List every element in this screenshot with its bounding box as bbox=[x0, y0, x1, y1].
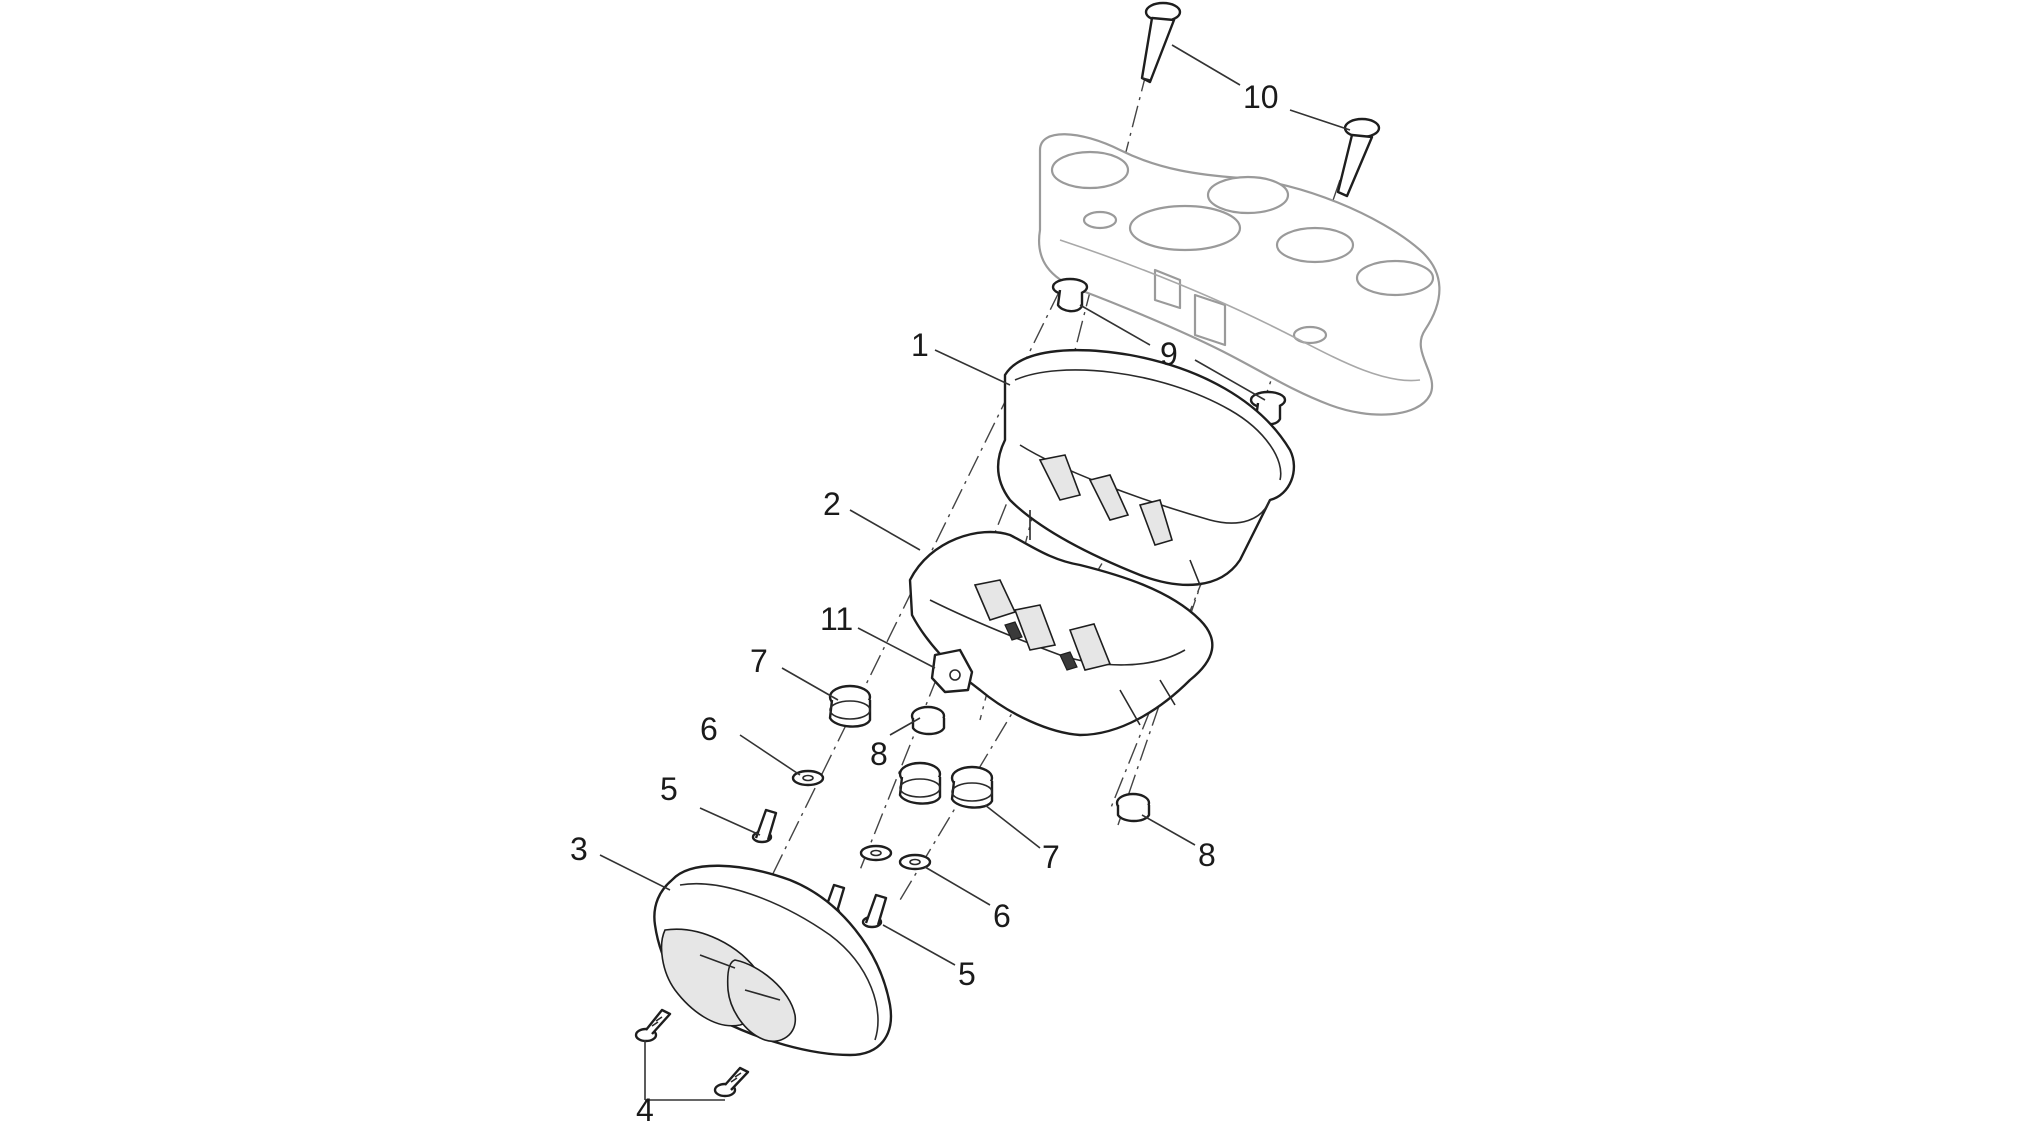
callout-5-right: 5 bbox=[958, 956, 976, 992]
part-7-grommet-left bbox=[828, 684, 872, 728]
callout-5-left: 5 bbox=[660, 771, 678, 807]
callout-7-right: 7 bbox=[1042, 839, 1060, 875]
part-6-washer-right bbox=[898, 853, 932, 871]
part-8-nut-right bbox=[1115, 792, 1151, 823]
callout-6-left: 6 bbox=[700, 711, 718, 747]
part-6-washer-mid bbox=[859, 844, 893, 862]
callout-10: 10 bbox=[1243, 79, 1279, 115]
callout-11: 11 bbox=[820, 601, 853, 637]
callout-8-left: 8 bbox=[870, 736, 888, 772]
part-1-instrument-housing bbox=[996, 348, 1296, 586]
part-5-pin-right bbox=[861, 893, 888, 929]
part-8-nut-left bbox=[910, 705, 946, 736]
callout-9: 9 bbox=[1160, 336, 1178, 372]
callout-2: 2 bbox=[823, 486, 841, 522]
part-11-clip bbox=[930, 648, 974, 694]
part-4-screw-upper bbox=[634, 1008, 672, 1043]
callouts: 10 9 1 2 11 7 8 6 5 8 7 6 5 3 4 bbox=[570, 79, 1279, 1121]
callout-1: 1 bbox=[911, 327, 929, 363]
callout-4: 4 bbox=[636, 1092, 654, 1121]
part-10-screw-right bbox=[1336, 117, 1381, 198]
callout-8-right: 8 bbox=[1198, 837, 1216, 873]
part-5-pin-left bbox=[751, 808, 778, 844]
part-10-screw-left bbox=[1140, 1, 1182, 84]
callout-3: 3 bbox=[570, 831, 588, 867]
part-9-bushing-left bbox=[1051, 277, 1089, 313]
part-7-grommet-mid bbox=[898, 761, 942, 805]
callout-7-left: 7 bbox=[750, 643, 768, 679]
part-3-dome-cover bbox=[653, 864, 893, 1057]
part-7-grommet-right bbox=[950, 765, 994, 809]
callout-6-right: 6 bbox=[993, 898, 1011, 934]
part-6-washer-left bbox=[791, 769, 825, 787]
part-4-screw-lower bbox=[713, 1066, 750, 1098]
leader-lines bbox=[599, 44, 1351, 1101]
top-bracket-ghost bbox=[1037, 133, 1441, 416]
part-2-back-cover bbox=[908, 530, 1214, 737]
